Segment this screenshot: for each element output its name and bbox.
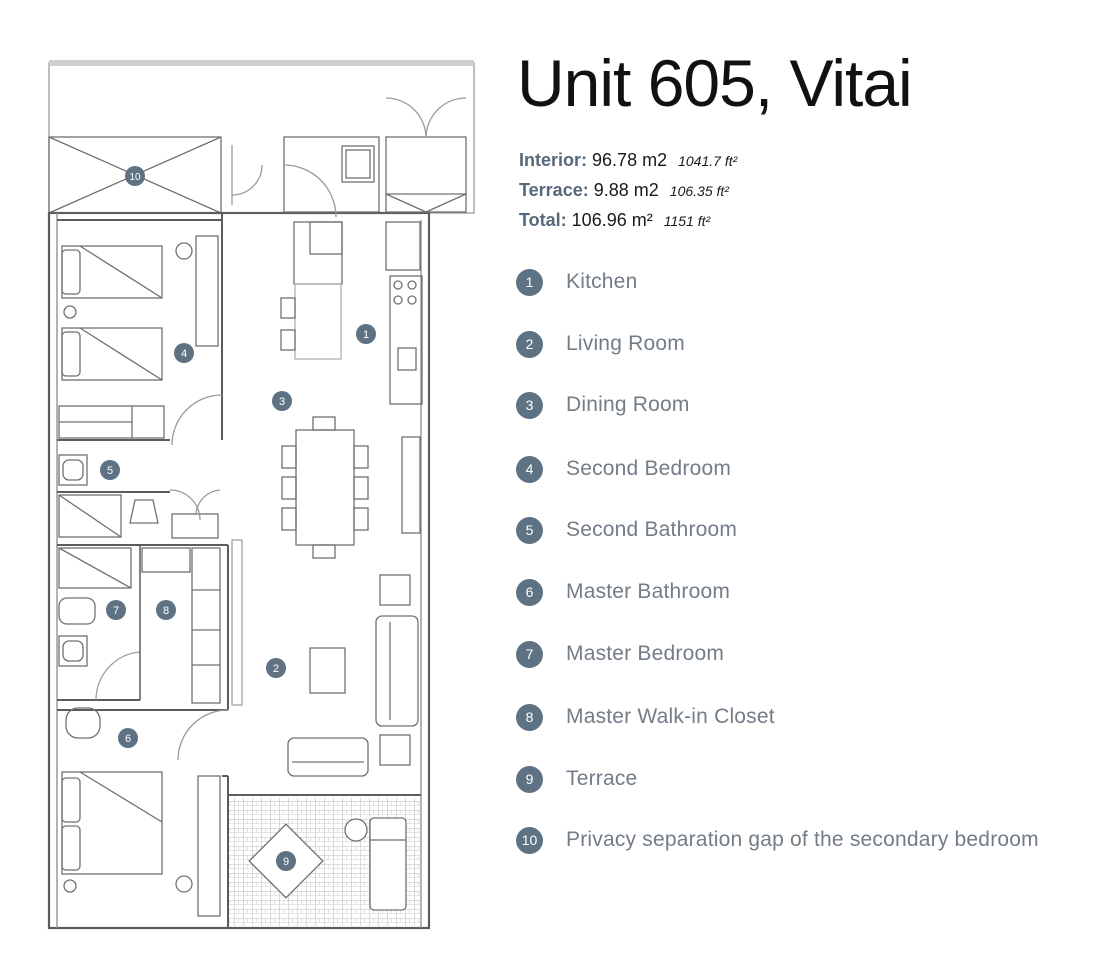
room-marker-5: 5: [100, 460, 120, 480]
legend-badge: 7: [516, 640, 543, 668]
area-interior-label: Interior:: [519, 150, 588, 170]
room-marker-8: 8: [156, 600, 176, 620]
legend-label: Privacy separation gap of the secondary …: [566, 828, 1039, 851]
legend-badge: 4: [516, 455, 543, 483]
legend-badge: 6: [516, 578, 543, 606]
room-marker-6: 6: [118, 728, 138, 748]
svg-text:2: 2: [273, 663, 279, 675]
room-marker-7: 7: [106, 600, 126, 620]
svg-text:8: 8: [163, 605, 169, 617]
area-total-value: 106.96 m²: [571, 210, 653, 230]
legend-badge: 5: [516, 516, 543, 544]
legend-item-privacy-gap: 10 Privacy separation gap of the seconda…: [516, 825, 1039, 855]
legend-badge: 9: [516, 765, 543, 793]
room-markers: 1 2 3 4 5 6 7 8: [100, 166, 376, 871]
area-interior: Interior: 96.78 m2 1041.7 ft²: [519, 146, 737, 176]
area-terrace-label: Terrace:: [519, 180, 589, 200]
area-terrace-imperial: 106.35 ft²: [669, 183, 729, 199]
legend-item-second-bedroom: 4 Second Bedroom: [516, 454, 731, 484]
legend-label: Kitchen: [566, 270, 638, 293]
legend-item-master-bathroom: 6 Master Bathroom: [516, 577, 730, 607]
svg-text:3: 3: [279, 396, 285, 408]
room-marker-1: 1: [356, 324, 376, 344]
legend-label: Master Bathroom: [566, 580, 731, 603]
area-terrace-value: 9.88 m2: [593, 180, 659, 200]
area-summary: Interior: 96.78 m2 1041.7 ft² Terrace: 9…: [519, 146, 737, 236]
svg-text:6: 6: [125, 733, 131, 745]
legend-badge: 2: [516, 330, 543, 358]
legend-item-master-walk-in-closet: 8 Master Walk-in Closet: [516, 702, 775, 732]
legend-badge: 10: [516, 826, 543, 854]
legend-badge: 1: [516, 268, 543, 296]
svg-text:5: 5: [107, 465, 113, 477]
room-marker-3: 3: [272, 391, 292, 411]
room-marker-4: 4: [174, 343, 194, 363]
svg-text:10: 10: [129, 172, 141, 183]
svg-text:4: 4: [181, 348, 187, 360]
legend-item-kitchen: 1 Kitchen: [516, 267, 637, 297]
legend-badge: 3: [516, 391, 543, 419]
svg-text:1: 1: [363, 329, 369, 341]
room-marker-10: 10: [125, 166, 145, 186]
legend-label: Master Walk-in Closet: [566, 705, 775, 728]
area-total: Total: 106.96 m² 1151 ft²: [519, 206, 737, 236]
legend-label: Second Bedroom: [566, 457, 732, 480]
legend-item-master-bedroom: 7 Master Bedroom: [516, 639, 724, 669]
legend-item-terrace: 9 Terrace: [516, 764, 637, 794]
svg-text:9: 9: [283, 856, 289, 868]
legend-item-second-bathroom: 5 Second Bathroom: [516, 515, 737, 545]
area-interior-imperial: 1041.7 ft²: [678, 153, 738, 169]
legend-label: Second Bathroom: [566, 518, 738, 541]
page-title: Unit 605, Vitai: [517, 46, 913, 120]
legend-item-dining-room: 3 Dining Room: [516, 390, 690, 420]
room-marker-9: 9: [276, 851, 296, 871]
area-total-label: Total:: [519, 210, 567, 230]
room-marker-2: 2: [266, 658, 286, 678]
legend-label: Living Room: [566, 332, 685, 355]
legend-item-living-room: 2 Living Room: [516, 329, 685, 359]
area-terrace: Terrace: 9.88 m2 106.35 ft²: [519, 176, 737, 206]
area-interior-value: 96.78 m2: [592, 150, 668, 170]
legend-label: Dining Room: [566, 393, 690, 416]
legend-label: Master Bedroom: [566, 642, 725, 665]
legend-label: Terrace: [566, 767, 638, 790]
svg-text:7: 7: [113, 605, 119, 617]
legend-badge: 8: [516, 703, 543, 731]
area-total-imperial: 1151 ft²: [663, 213, 711, 229]
